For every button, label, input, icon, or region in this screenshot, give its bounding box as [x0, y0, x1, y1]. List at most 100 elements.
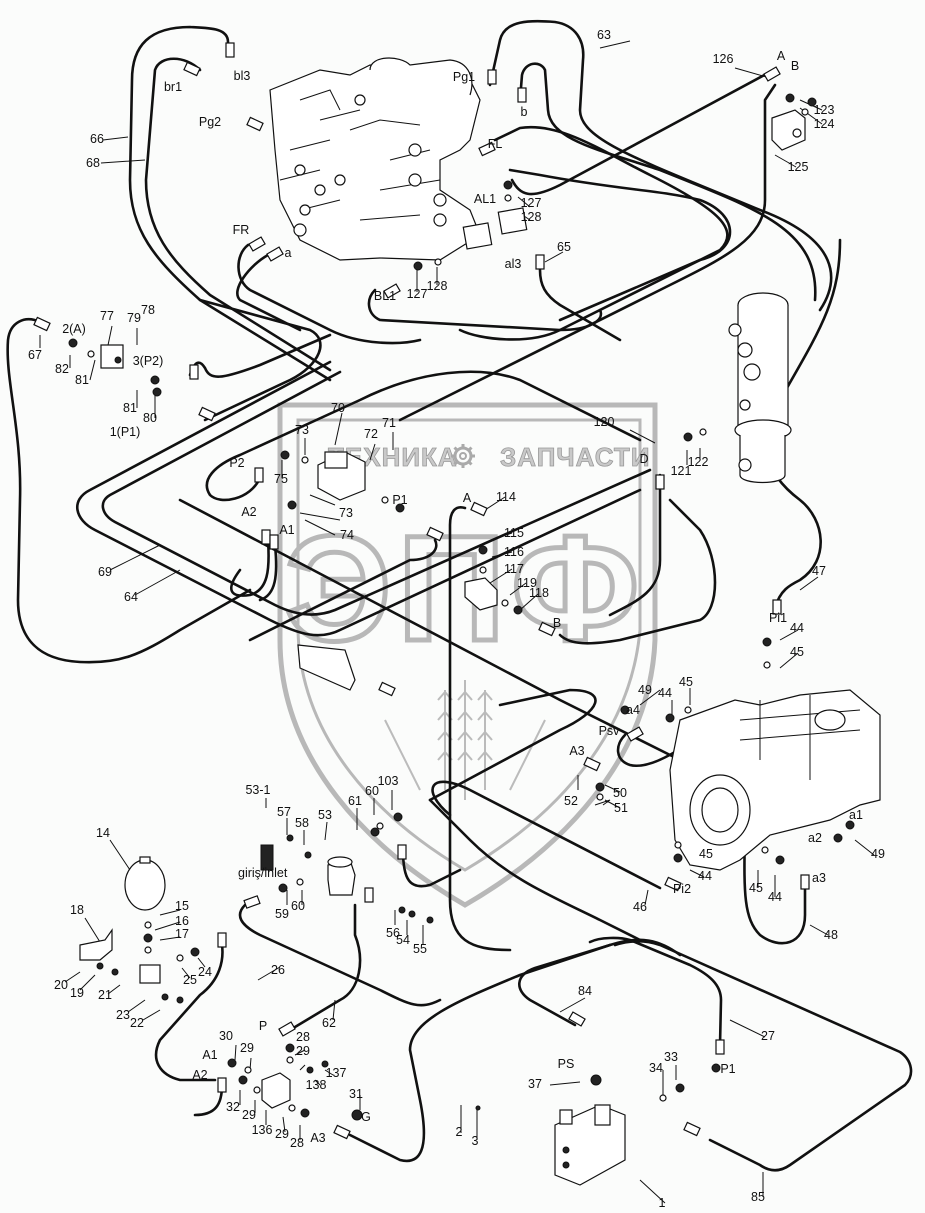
hose-A-mid-vertical	[448, 506, 512, 952]
callout-label-29c: 29	[242, 1108, 256, 1122]
callout-label-23: 23	[116, 1008, 130, 1022]
callout-label-b_mid: B	[553, 616, 561, 630]
callout-label-122: 122	[688, 455, 709, 469]
callout-label-28b: 28	[290, 1136, 304, 1150]
callout-label-p_low: P	[259, 1019, 267, 1033]
callout-label-26: 26	[271, 963, 285, 977]
callout-label-71: 71	[382, 416, 396, 430]
callout-label-pi2: Pi2	[673, 882, 691, 896]
hose-125-line	[398, 83, 777, 422]
hose-63	[488, 19, 833, 312]
watermark-shield-outline	[277, 402, 658, 908]
callout-label-30: 30	[219, 1029, 233, 1043]
callout-label-a1: a1	[849, 808, 863, 822]
callout-label-a2: a2	[808, 831, 822, 845]
callout-label-63: 63	[597, 28, 611, 42]
watermark-right-word: ЗАПЧАСТИ	[500, 442, 651, 472]
callout-label-a_mid: A	[463, 491, 472, 505]
callout-label-a3: a3	[812, 871, 826, 885]
callout-label-g: G	[361, 1110, 371, 1124]
hose-46	[431, 780, 662, 890]
callout-label-65: 65	[557, 240, 571, 254]
callout-label-25: 25	[183, 973, 197, 987]
hose-64	[101, 370, 652, 616]
callout-label-117: 117	[504, 562, 524, 576]
hose-al3	[538, 268, 622, 342]
hose-84	[518, 943, 612, 1027]
callout-label-28a: 28	[296, 1030, 310, 1044]
callout-label-29d: 29	[275, 1127, 289, 1141]
callout-label-34: 34	[649, 1061, 663, 1075]
callout-label-72: 72	[364, 427, 378, 441]
callout-label-70: 70	[331, 401, 345, 415]
callout-label-60b: 60	[291, 899, 305, 913]
hose-FL-loop	[458, 125, 729, 341]
callout-label-69: 69	[98, 565, 112, 579]
callout-label-127b: 127	[407, 287, 428, 301]
callout-label-45d: 45	[749, 881, 763, 895]
callout-label-54: 54	[396, 933, 410, 947]
callout-label-15: 15	[175, 899, 189, 913]
callout-label-79: 79	[127, 311, 141, 325]
hose-P1-mid	[248, 538, 438, 642]
callout-label-45b: 45	[679, 675, 693, 689]
callout-label-56: 56	[386, 926, 400, 940]
callout-label-53: 53	[318, 808, 332, 822]
solenoid-block-al1	[462, 207, 528, 250]
callout-label-48: 48	[824, 928, 838, 942]
callout-label-a3low: A3	[310, 1131, 325, 1145]
hose-67	[6, 318, 252, 664]
callout-label-d: D	[639, 452, 648, 466]
callout-label-31: 31	[349, 1087, 363, 1101]
callout-label-14: 14	[96, 826, 110, 840]
hose-47	[765, 238, 842, 610]
callout-label-128b: 128	[427, 279, 448, 293]
callout-label-47: 47	[812, 564, 826, 578]
hose-FR	[237, 243, 422, 345]
hose-A3-low	[348, 938, 682, 1163]
callout-label-a3mid: A3	[569, 744, 584, 758]
swivel-joint	[728, 292, 792, 484]
callout-label-67: 67	[28, 348, 42, 362]
hose-103	[428, 688, 597, 802]
hose-B-mid	[558, 498, 717, 645]
hose-A2A1	[230, 538, 270, 597]
callout-label-44a: 44	[790, 621, 804, 635]
callout-label-18: 18	[70, 903, 84, 917]
hose-A1	[258, 543, 278, 602]
hose-126	[510, 70, 772, 196]
gear-icon	[451, 444, 475, 468]
accumulator-14	[124, 856, 166, 911]
hose-27	[588, 936, 723, 1047]
callout-label-120: 120	[594, 415, 615, 429]
callout-label-16: 16	[175, 914, 189, 928]
callout-label-37: 37	[528, 1077, 542, 1091]
hose-85	[613, 939, 913, 1172]
callout-label-a2mid: A2	[241, 505, 256, 519]
callout-label-pi1: Pi1	[769, 611, 787, 625]
callout-label-61: 61	[348, 794, 362, 808]
callout-label-1p1: 1(P1)	[110, 425, 141, 439]
callout-label-29a: 29	[296, 1044, 310, 1058]
hose-1P1	[198, 298, 322, 422]
fittings	[33, 42, 855, 1140]
callout-label-ps: PS	[558, 1057, 575, 1071]
watermark-wheat-icon	[384, 680, 546, 800]
block-117	[464, 577, 498, 611]
callout-label-128a: 128	[521, 210, 542, 224]
filter-53	[260, 844, 356, 896]
callout-label-p2: P2	[229, 456, 244, 470]
callout-label-136: 136	[252, 1123, 273, 1137]
callout-label-57: 57	[277, 805, 291, 819]
block-70	[317, 451, 366, 501]
callout-label-a4: a4	[626, 703, 640, 717]
watermark: ЭПФ ТЕХНИКА ЗАПЧАСТИ	[277, 402, 658, 908]
callout-label-58: 58	[295, 816, 309, 830]
callout-label-45a: 45	[790, 645, 804, 659]
callout-label-3p2: 3(P2)	[133, 354, 164, 368]
callout-label-20: 20	[54, 978, 68, 992]
callout-label-49b: 49	[871, 847, 885, 861]
callout-label-a_top: A	[777, 49, 786, 63]
inlet-label: giriş/inlet	[238, 866, 288, 880]
